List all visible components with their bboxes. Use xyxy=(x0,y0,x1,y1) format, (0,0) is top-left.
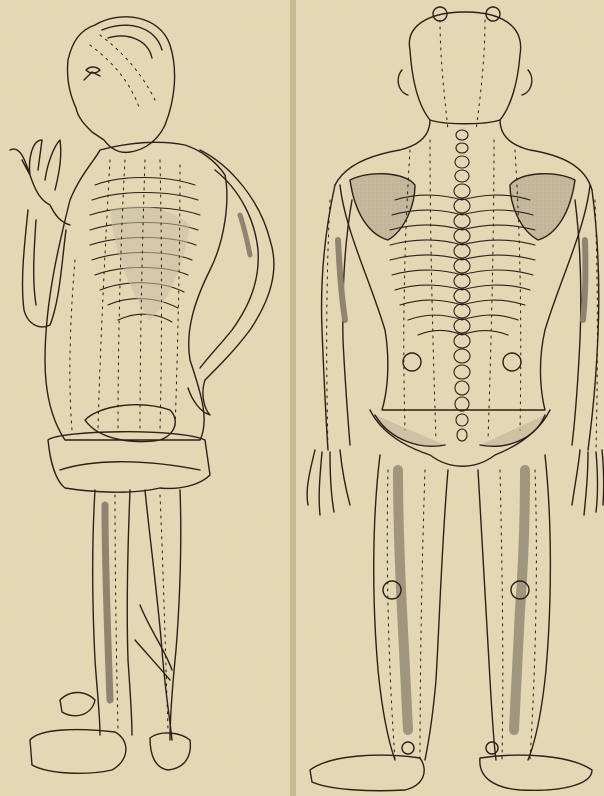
panel-divider xyxy=(290,0,296,796)
back-right-arm-shade xyxy=(583,240,585,320)
